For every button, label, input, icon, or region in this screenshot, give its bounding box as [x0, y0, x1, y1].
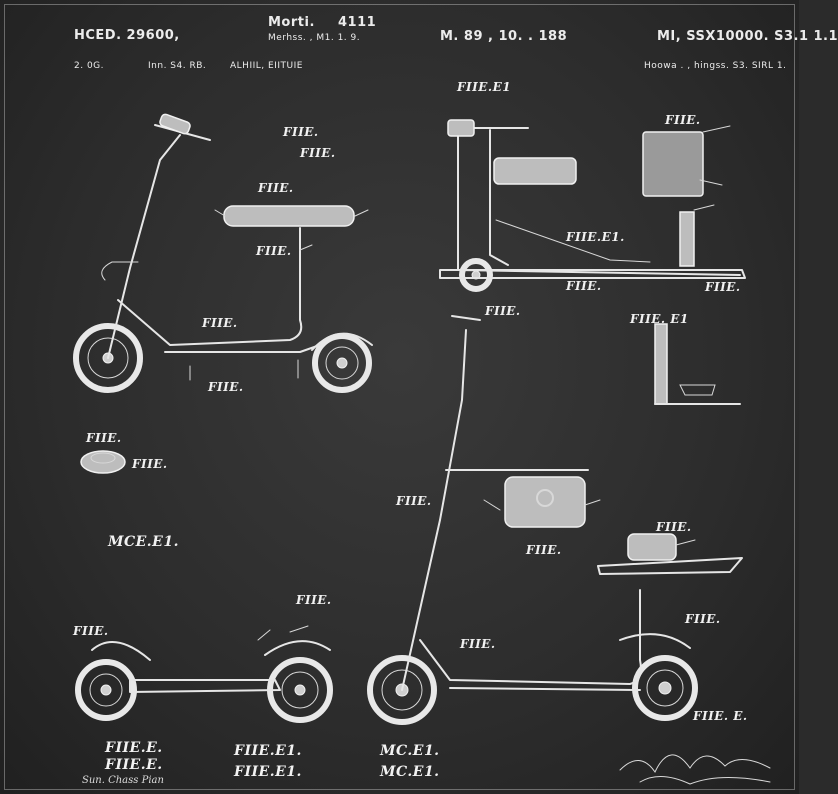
figure-label-1: FIIE.E1	[457, 80, 512, 94]
figure-label-9: FIIE.	[705, 280, 741, 294]
header-right-sub: Hoowa . , hingss. S3. SIRL 1.	[644, 61, 787, 71]
scooter-figure-b	[439, 119, 746, 292]
header-left-sub-b: Inn. S4. RB.	[148, 61, 207, 71]
figure-label-11: FIIE. E1	[630, 312, 689, 326]
figure-label-2: FIIE.	[283, 125, 319, 139]
figure-label-20: FIIE.	[73, 624, 109, 638]
figure-label-10: FIIE.	[485, 304, 521, 318]
figure-label-5: FIIE.	[256, 244, 292, 258]
figure-label-24: FIIE. E.	[693, 709, 748, 723]
figure-label-22: FIIE.	[460, 637, 496, 651]
signature-right-scribble	[619, 754, 771, 785]
scooter-figure-e	[367, 315, 743, 725]
figure-label-3: FIIE.	[300, 146, 336, 160]
small-cap-detail	[80, 450, 126, 474]
figure-label-mid-left: MCE.E1.	[108, 534, 179, 550]
figure-label-21: FIIE.	[685, 612, 721, 626]
figure-label-7: FIIE.E1.	[566, 230, 625, 244]
bottom-label-1b: FIIE.E.	[105, 757, 163, 773]
figure-label-15: FIIE.	[132, 457, 168, 471]
bottom-label-2a: FIIE.E1.	[234, 743, 302, 759]
header-right-title: MI, SSX10000. S3.1 1.1	[657, 29, 838, 44]
figure-label-18: FIIE.	[656, 520, 692, 534]
bracket-detail	[654, 323, 741, 405]
figure-label-16: FIIE.	[396, 494, 432, 508]
header-left-title: HCED. 29600,	[74, 28, 180, 43]
figure-label-14: FIIE.	[86, 431, 122, 445]
figure-label-17: FIIE.	[526, 543, 562, 557]
header-center-number: 4111	[338, 15, 377, 30]
figure-label-4: FIIE.	[258, 181, 294, 195]
bottom-label-1a: FIIE.E.	[105, 740, 163, 756]
figure-label-13: FIIE.	[208, 380, 244, 394]
figure-label-6: FIIE.	[665, 113, 701, 127]
bottom-label-3a: MC.E1.	[380, 743, 440, 759]
scooter-figure-a	[73, 113, 373, 393]
scooter-figures	[73, 113, 746, 725]
header-center-subtitle: Merhss. , M1. 1. 9.	[268, 33, 361, 43]
header-center-right: M. 89 , 10. . 188	[440, 29, 568, 44]
bottom-label-2b: FIIE.E1.	[234, 764, 302, 780]
scooter-figure-f	[75, 625, 333, 723]
bottom-label-3b: MC.E1.	[380, 764, 440, 780]
signature-left: Sun. Chass Pian	[82, 775, 164, 786]
header-left-sub-a: 2. 0G.	[74, 61, 105, 71]
header-center-title: Morti.	[268, 15, 315, 30]
figure-label-8: FIIE.	[566, 279, 602, 293]
header-left-sub-c: ALHIIL, EIITUIE	[230, 61, 303, 71]
figure-label-12: FIIE.	[202, 316, 238, 330]
figure-label-19: FIIE.	[296, 593, 332, 607]
